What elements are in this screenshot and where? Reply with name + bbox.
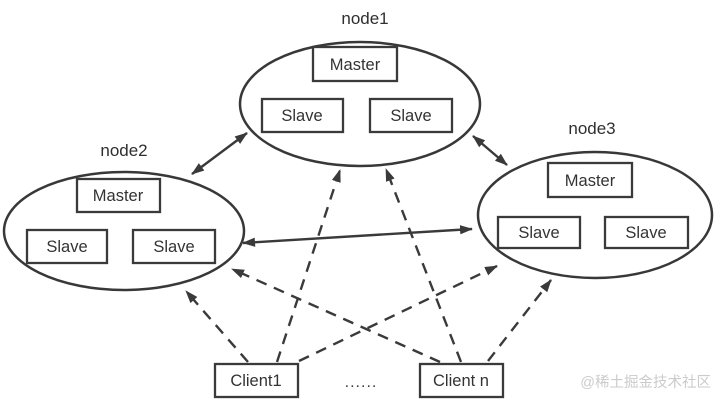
- link-clientn-node1: [384, 168, 463, 363]
- node2-slave1-label: Slave: [46, 238, 87, 256]
- link-client1-node1: [275, 169, 342, 363]
- node2-master-box: [75, 177, 162, 214]
- node3-master-box: [546, 161, 634, 199]
- clientn-group: Client n: [418, 362, 505, 399]
- node2-slave2-label: Slave: [153, 238, 194, 256]
- node1-slave2-label: Slave: [390, 107, 431, 125]
- node3-slave2-box: [603, 215, 690, 250]
- node1-group: node1 Master Slave Slave: [238, 9, 482, 168]
- node1-slave1-label: Slave: [281, 107, 322, 125]
- node1-slave2-box: [368, 97, 454, 134]
- watermark-text: @稀土掘金技术社区: [580, 374, 711, 391]
- client1-box: [213, 362, 300, 399]
- clientn-label: Client n: [433, 372, 489, 390]
- node2-group: node2 Master Slave Slave: [2, 141, 246, 292]
- node1-master-box: [311, 45, 399, 83]
- node2-slave2-box: [131, 228, 217, 265]
- node3-slave1-box: [496, 215, 582, 250]
- node2-slave1-box: [25, 228, 109, 265]
- link-clientn-node3: [487, 279, 552, 362]
- node1-label: node1: [341, 9, 388, 28]
- node3-label: node3: [568, 119, 615, 138]
- node3-slave2-label: Slave: [625, 224, 666, 242]
- link-node1-node3: [472, 135, 508, 166]
- clients-ellipsis: ......: [345, 374, 378, 391]
- link-node1-node2: [191, 132, 248, 175]
- node3-group: node3 Master Slave Slave: [476, 119, 714, 280]
- link-client1-node2: [185, 290, 249, 363]
- client1-group: Client1: [213, 362, 300, 399]
- node3-master-label: Master: [565, 172, 616, 190]
- node2-master-label: Master: [93, 187, 144, 205]
- node3-slave1-label: Slave: [518, 224, 559, 242]
- node2-label: node2: [100, 141, 147, 160]
- node1-ellipse: [238, 40, 482, 168]
- clientn-box: [418, 362, 505, 399]
- node1-master-label: Master: [330, 56, 381, 74]
- client1-label: Client1: [230, 372, 281, 390]
- node1-slave1-box: [260, 97, 345, 134]
- link-node2-node3: [242, 225, 473, 247]
- link-clientn-node2: [231, 267, 441, 364]
